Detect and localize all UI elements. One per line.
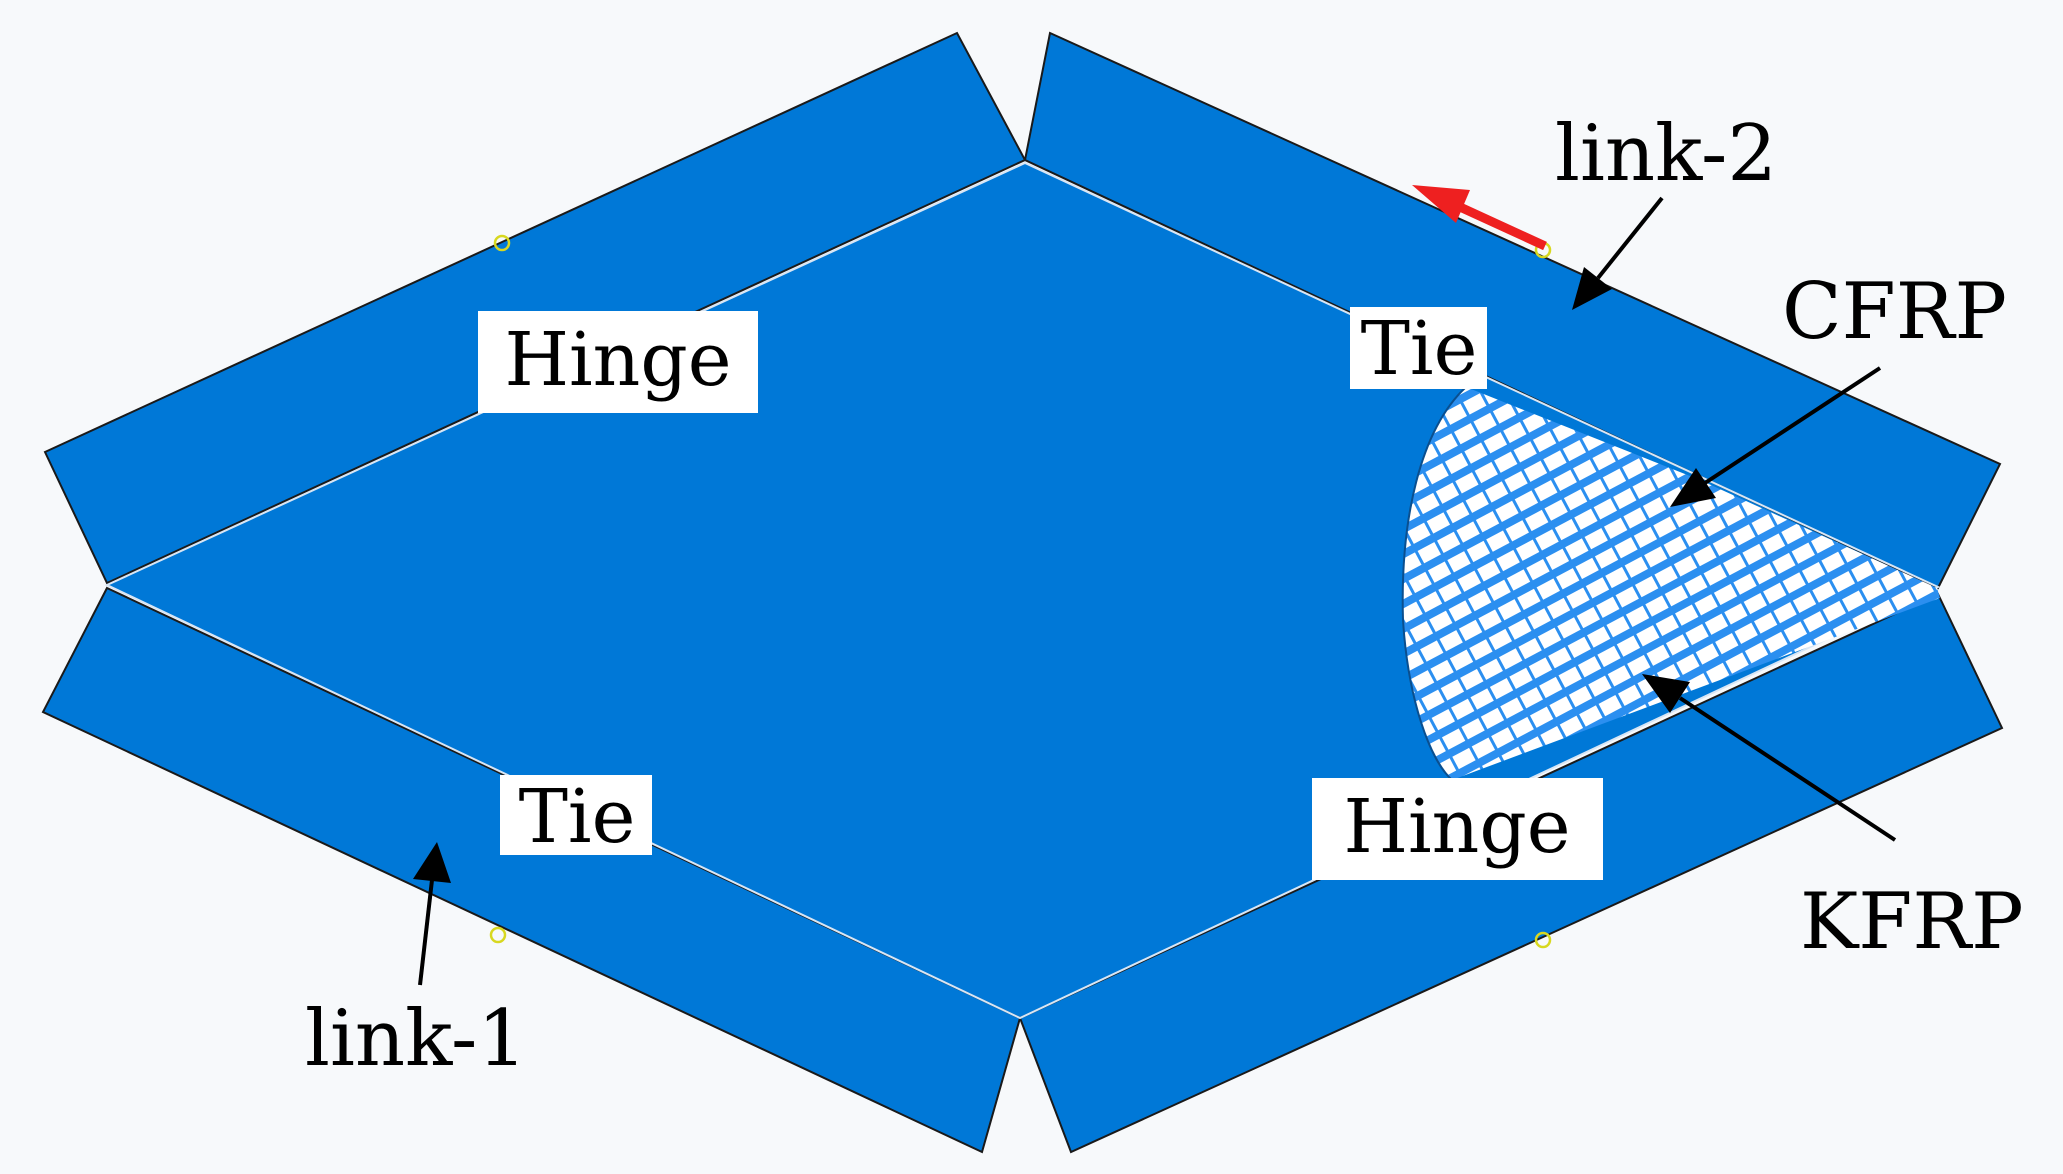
tie-bottom-label: Tie xyxy=(519,774,636,860)
node-marker xyxy=(489,926,507,944)
tie-top-label: Tie xyxy=(1361,306,1478,392)
hinge-top-box xyxy=(478,311,758,413)
kfrp-label: KFRP xyxy=(1800,877,2024,967)
joint-seam xyxy=(104,161,1941,1020)
link2-pointer-arrow xyxy=(1572,196,1664,310)
kfrp-pointer-arrow xyxy=(1642,674,1897,842)
link1-pointer-arrow xyxy=(413,842,451,986)
hinge-bottom-label: Hinge xyxy=(1343,784,1570,870)
link2-label: link-2 xyxy=(1555,109,1777,199)
cfrp-label: CFRP xyxy=(1782,267,2007,357)
frp-cutaway-edge xyxy=(1401,386,1467,781)
node-marker xyxy=(1534,931,1552,949)
frp-cutaway xyxy=(1402,387,1940,780)
link1-label: link-1 xyxy=(305,994,527,1084)
direction-arrow xyxy=(1412,185,1547,251)
tie-bottom-box xyxy=(500,775,652,855)
hinge-top-label: Hinge xyxy=(504,317,731,403)
node-marker xyxy=(493,234,511,252)
hinge-bottom-box xyxy=(1312,778,1603,880)
tie-top-box xyxy=(1350,307,1487,389)
cfrp-pointer-arrow xyxy=(1670,366,1882,507)
